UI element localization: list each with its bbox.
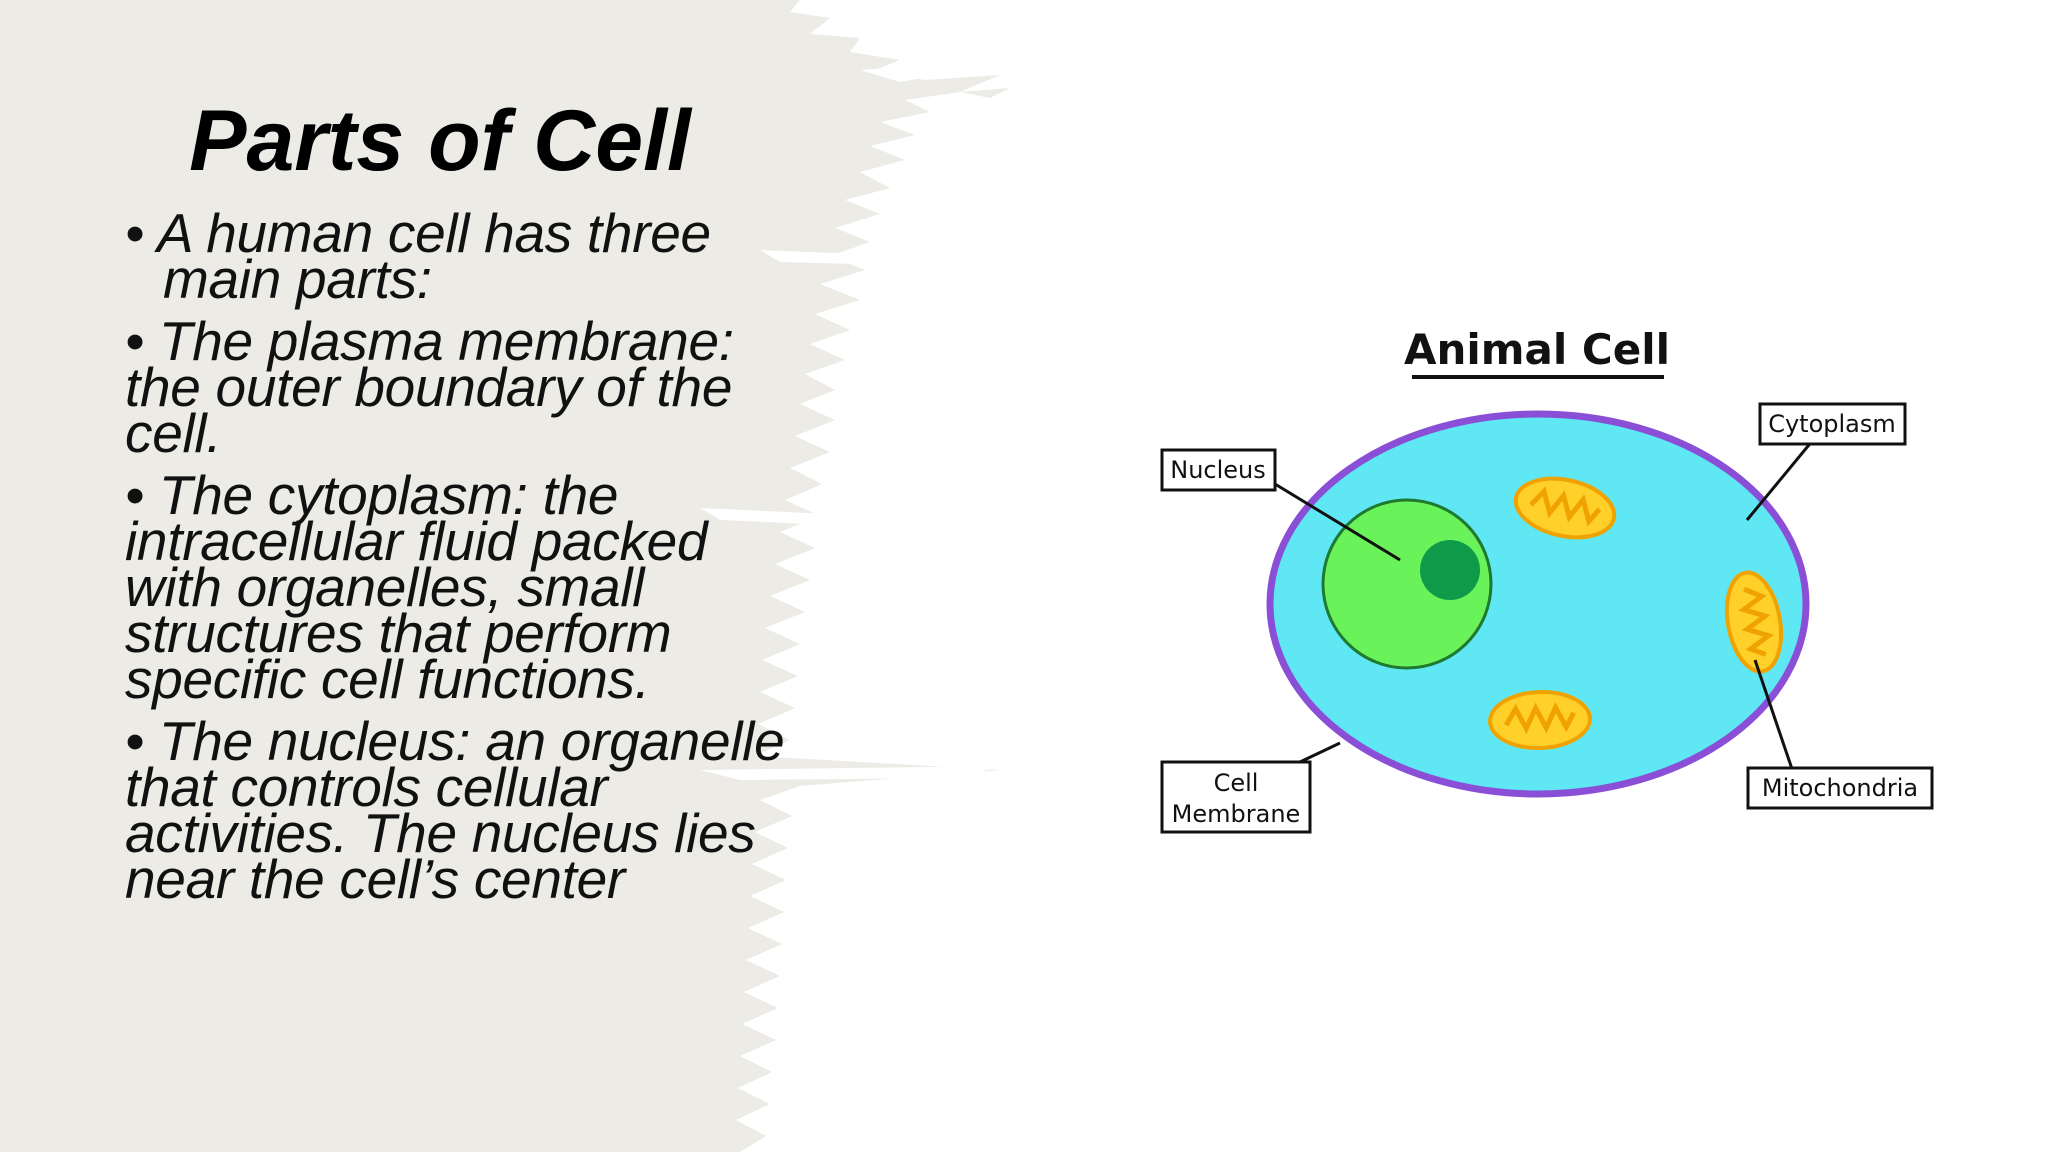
nucleus-label: Nucleus xyxy=(1160,448,1277,492)
mitochondria-leader-line xyxy=(1753,659,1794,770)
mitochondrion-shape xyxy=(1488,689,1592,751)
nucleus-leader-line xyxy=(1274,482,1401,562)
svg-text:Membrane: Membrane xyxy=(1172,800,1301,828)
diagram-title: Animal Cell xyxy=(1404,325,1670,374)
svg-text:Cell: Cell xyxy=(1214,769,1259,797)
cell-membrane-label: Cell Membrane xyxy=(1160,760,1312,834)
bullet-list: • A human cell has three main parts: • T… xyxy=(125,202,815,918)
bullet-item: • The cytoplasm: the intracellular fluid… xyxy=(125,464,708,710)
bullet-item: • A human cell has three main parts: xyxy=(125,202,711,310)
bullet-item: • The nucleus: an organelle that control… xyxy=(125,710,785,910)
mitochondrion-shape xyxy=(1513,476,1617,540)
mitochondrion-shape xyxy=(1724,570,1784,674)
cytoplasm-leader-line xyxy=(1745,439,1815,521)
animal-cell-diagram: Animal Cell Nucleus xyxy=(1160,325,1934,834)
bullet-item: • The plasma membrane: the outer boundar… xyxy=(125,310,734,464)
membrane-leader-line xyxy=(1299,741,1341,764)
nucleolus-shape xyxy=(1420,540,1480,600)
slide-title: Parts of Cell xyxy=(189,93,691,189)
cytoplasm-label: Cytoplasm xyxy=(1758,402,1907,446)
svg-text:Nucleus: Nucleus xyxy=(1170,456,1266,484)
svg-text:Cytoplasm: Cytoplasm xyxy=(1768,410,1896,438)
mitochondria-label: Mitochondria xyxy=(1746,766,1934,810)
svg-text:Mitochondria: Mitochondria xyxy=(1762,774,1918,802)
